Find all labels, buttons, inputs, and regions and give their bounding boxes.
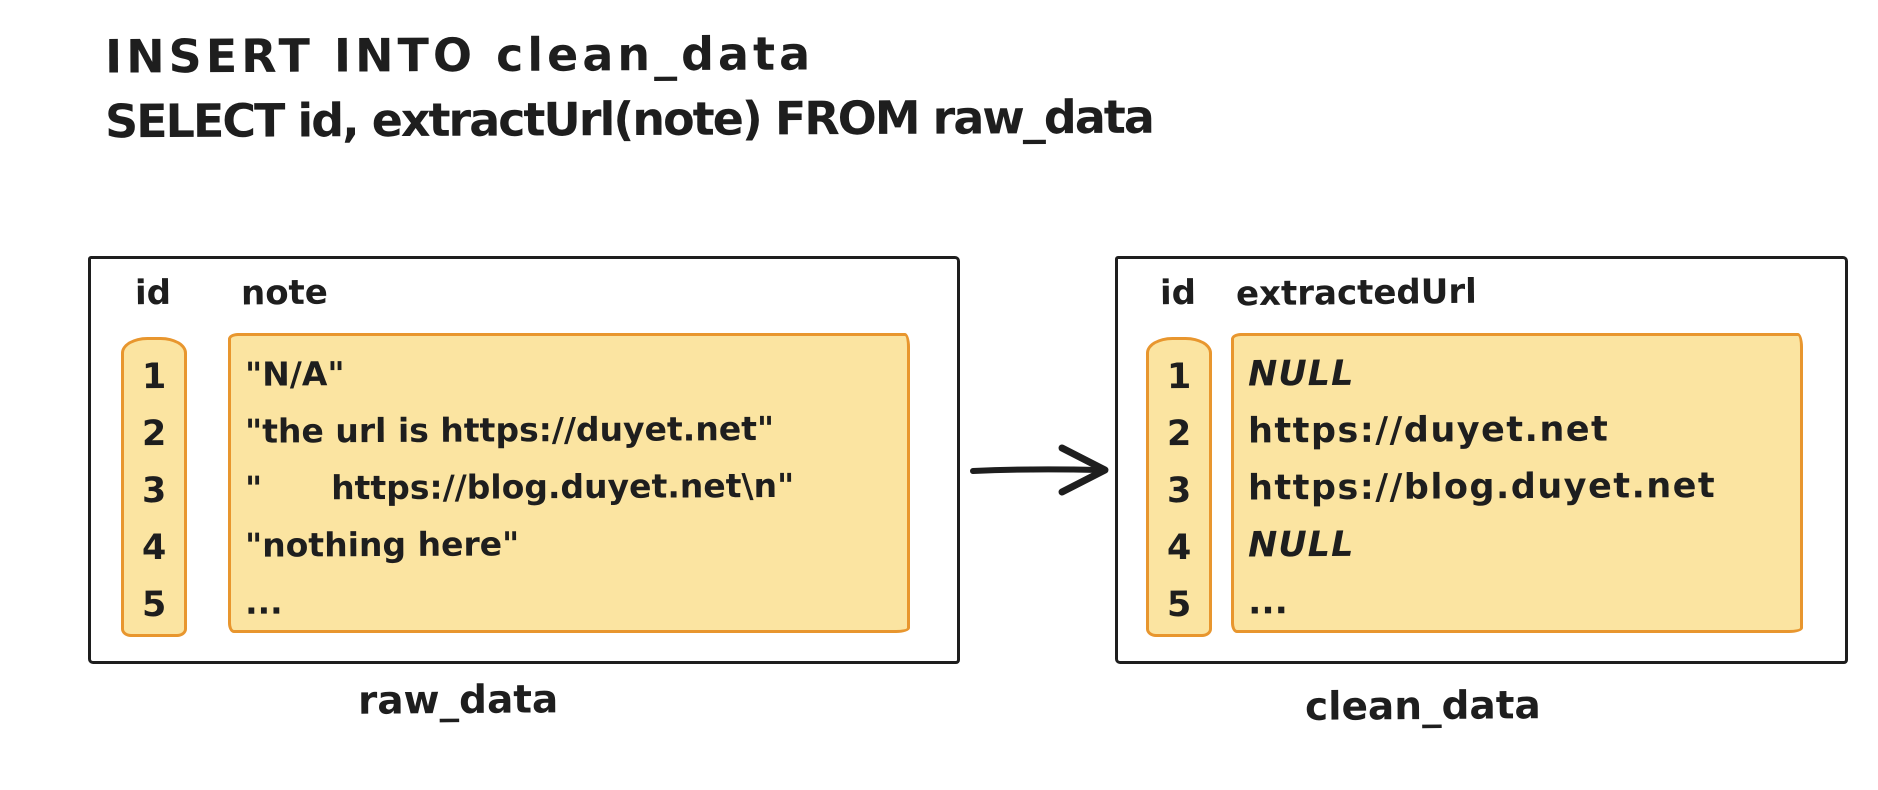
clean-data-extractedurl-column: NULL https://duyet.net https://blog.duye… [1231,333,1803,633]
raw-data-id-3: 3 [141,470,167,511]
raw-data-id-2: 2 [141,413,167,454]
raw-data-table-caption: raw_data [357,677,559,724]
raw-data-id-5: 5 [141,584,167,625]
raw-data-id-column: 1 2 3 4 5 [121,337,187,637]
raw-data-note-column-header: note [240,272,329,314]
raw-data-id-1: 1 [141,356,167,397]
clean-data-extractedurl-column-header: extractedUrl [1235,271,1477,315]
clean-data-id-2: 2 [1166,413,1192,454]
raw-data-note-4: "nothing here" [244,524,520,565]
raw-data-table: id note 1 2 3 4 5 "N/A" "the url is http… [88,256,960,664]
clean-data-id-4: 4 [1166,527,1192,568]
clean-data-url-5: ... [1247,581,1288,622]
transform-arrow [966,438,1118,506]
raw-data-note-5: ... [244,582,283,622]
raw-data-note-2: "the url is https://duyet.net" [244,408,775,451]
clean-data-id-1: 1 [1166,356,1192,397]
clean-data-url-2: https://duyet.net [1247,409,1610,451]
raw-data-note-column: "N/A" "the url is https://duyet.net" " h… [228,333,910,633]
clean-data-id-column-header: id [1159,272,1197,314]
raw-data-note-1: "N/A" [244,354,345,394]
clean-data-id-column: 1 2 3 4 5 [1146,337,1212,637]
raw-data-id-column-header: id [134,272,172,314]
clean-data-id-5: 5 [1166,584,1192,625]
raw-data-id-4: 4 [141,527,167,568]
clean-data-table: id extractedUrl 1 2 3 4 5 NULL https://d… [1115,256,1848,664]
sql-statement-line1: INSERT INTO clean_data [104,26,815,84]
clean-data-table-caption: clean_data [1304,683,1541,730]
clean-data-url-4: NULL [1247,524,1355,565]
clean-data-url-3: https://blog.duyet.net [1247,465,1717,508]
arrow-right-icon [970,444,1109,496]
raw-data-note-3: " https://blog.duyet.net\n" [244,465,795,508]
clean-data-url-1: NULL [1247,353,1355,394]
sql-statement-line2: SELECT id, extractUrl(note) FROM raw_dat… [104,89,1153,149]
clean-data-id-3: 3 [1166,470,1192,511]
